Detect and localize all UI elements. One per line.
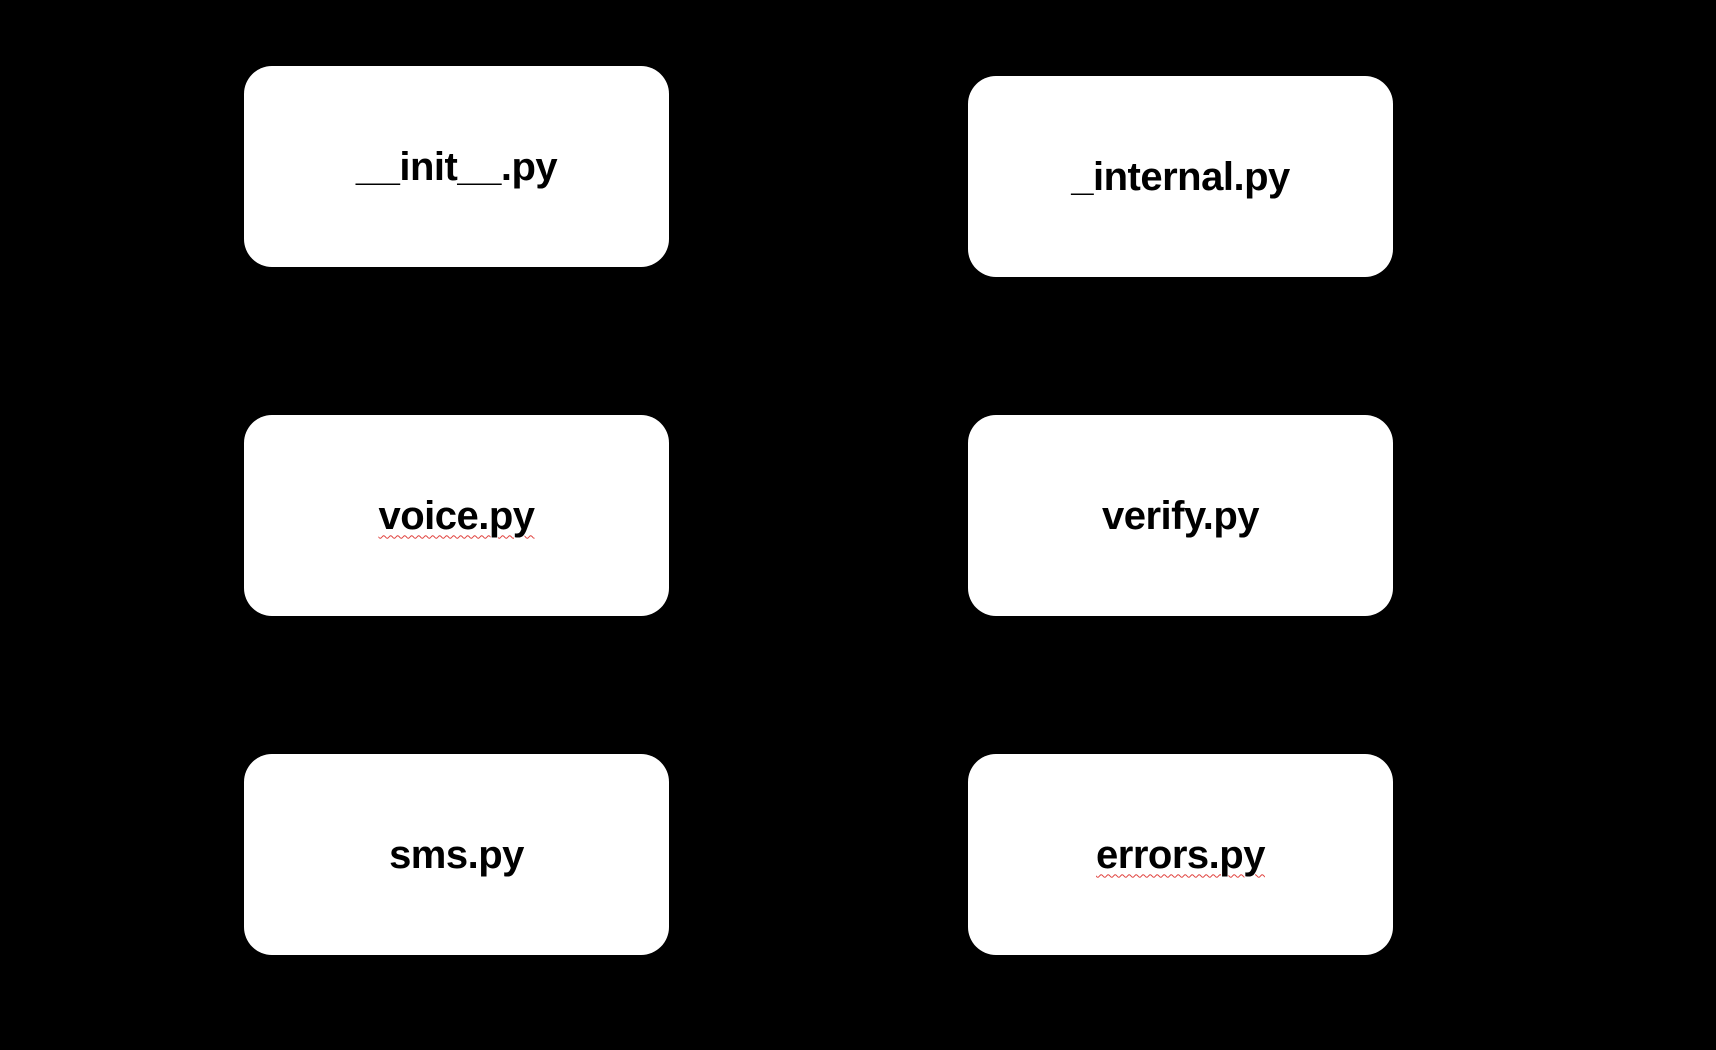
node-sms[interactable]: sms.py — [244, 754, 669, 955]
node-label: voice.py — [378, 493, 535, 538]
node-init[interactable]: __init__.py — [244, 66, 669, 267]
node-label: _internal.py — [1071, 154, 1290, 199]
node-label: errors.py — [1096, 832, 1265, 877]
node-verify[interactable]: verify.py — [968, 415, 1393, 616]
node-label: verify.py — [1101, 493, 1260, 538]
node-errors[interactable]: errors.py — [968, 754, 1393, 955]
node-voice[interactable]: voice.py — [244, 415, 669, 616]
node-label: __init__.py — [355, 144, 558, 189]
node-label: sms.py — [389, 832, 524, 877]
node-internal[interactable]: _internal.py — [968, 76, 1393, 277]
